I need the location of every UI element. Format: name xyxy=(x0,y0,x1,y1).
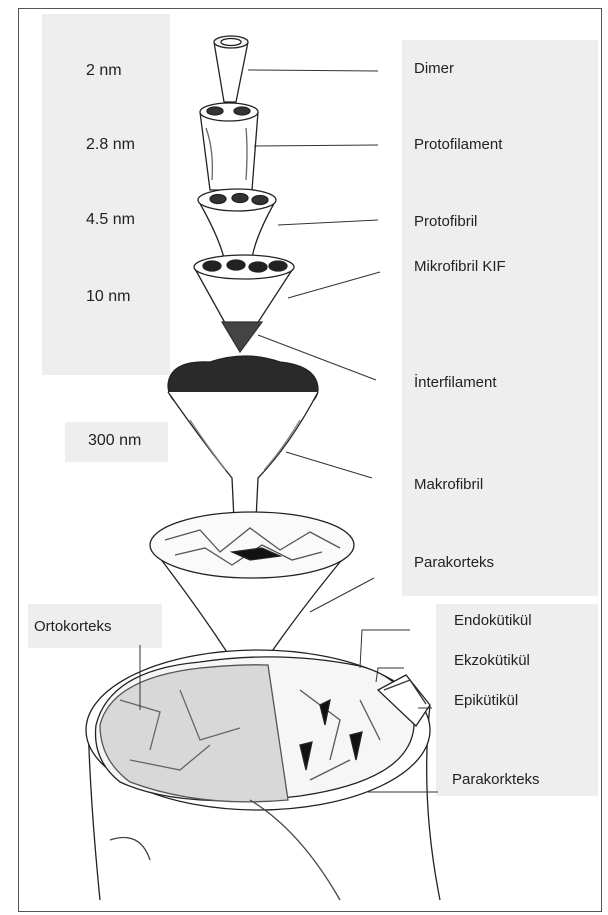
label-mikrofibril: Mikrofibril KIF xyxy=(414,258,506,275)
label-dimer: Dimer xyxy=(414,60,454,77)
label-protofibril: Protofibril xyxy=(414,213,477,230)
size-label-dimer: 2 nm xyxy=(86,62,122,80)
label-ekzokutikul: Ekzokütikül xyxy=(454,652,530,669)
protofibril-shape xyxy=(198,189,276,258)
size-label-protofilament: 2.8 nm xyxy=(86,136,135,154)
label-interfilament: İnterfilament xyxy=(414,374,497,391)
size-label-makrofibril: 300 nm xyxy=(88,432,141,450)
size-label-mikrofibril: 10 nm xyxy=(86,288,130,306)
label-ortokorteks: Ortokorteks xyxy=(34,618,112,635)
protofilament-shape xyxy=(200,103,258,190)
label-parakorkteks: Parakorkteks xyxy=(452,771,540,788)
label-makrofibril: Makrofibril xyxy=(414,476,483,493)
hair-section-shape xyxy=(86,650,440,900)
label-endokutikul: Endokütikül xyxy=(454,612,532,629)
label-parakorteks: Parakorteks xyxy=(414,554,494,571)
dimer-shape xyxy=(214,36,248,102)
makrofibril-shape xyxy=(168,392,318,520)
mikrofibril-shape xyxy=(194,255,294,352)
label-epikutikul: Epikütikül xyxy=(454,692,518,709)
label-protofilament: Protofilament xyxy=(414,136,502,153)
size-label-protofibril: 4.5 nm xyxy=(86,211,135,229)
